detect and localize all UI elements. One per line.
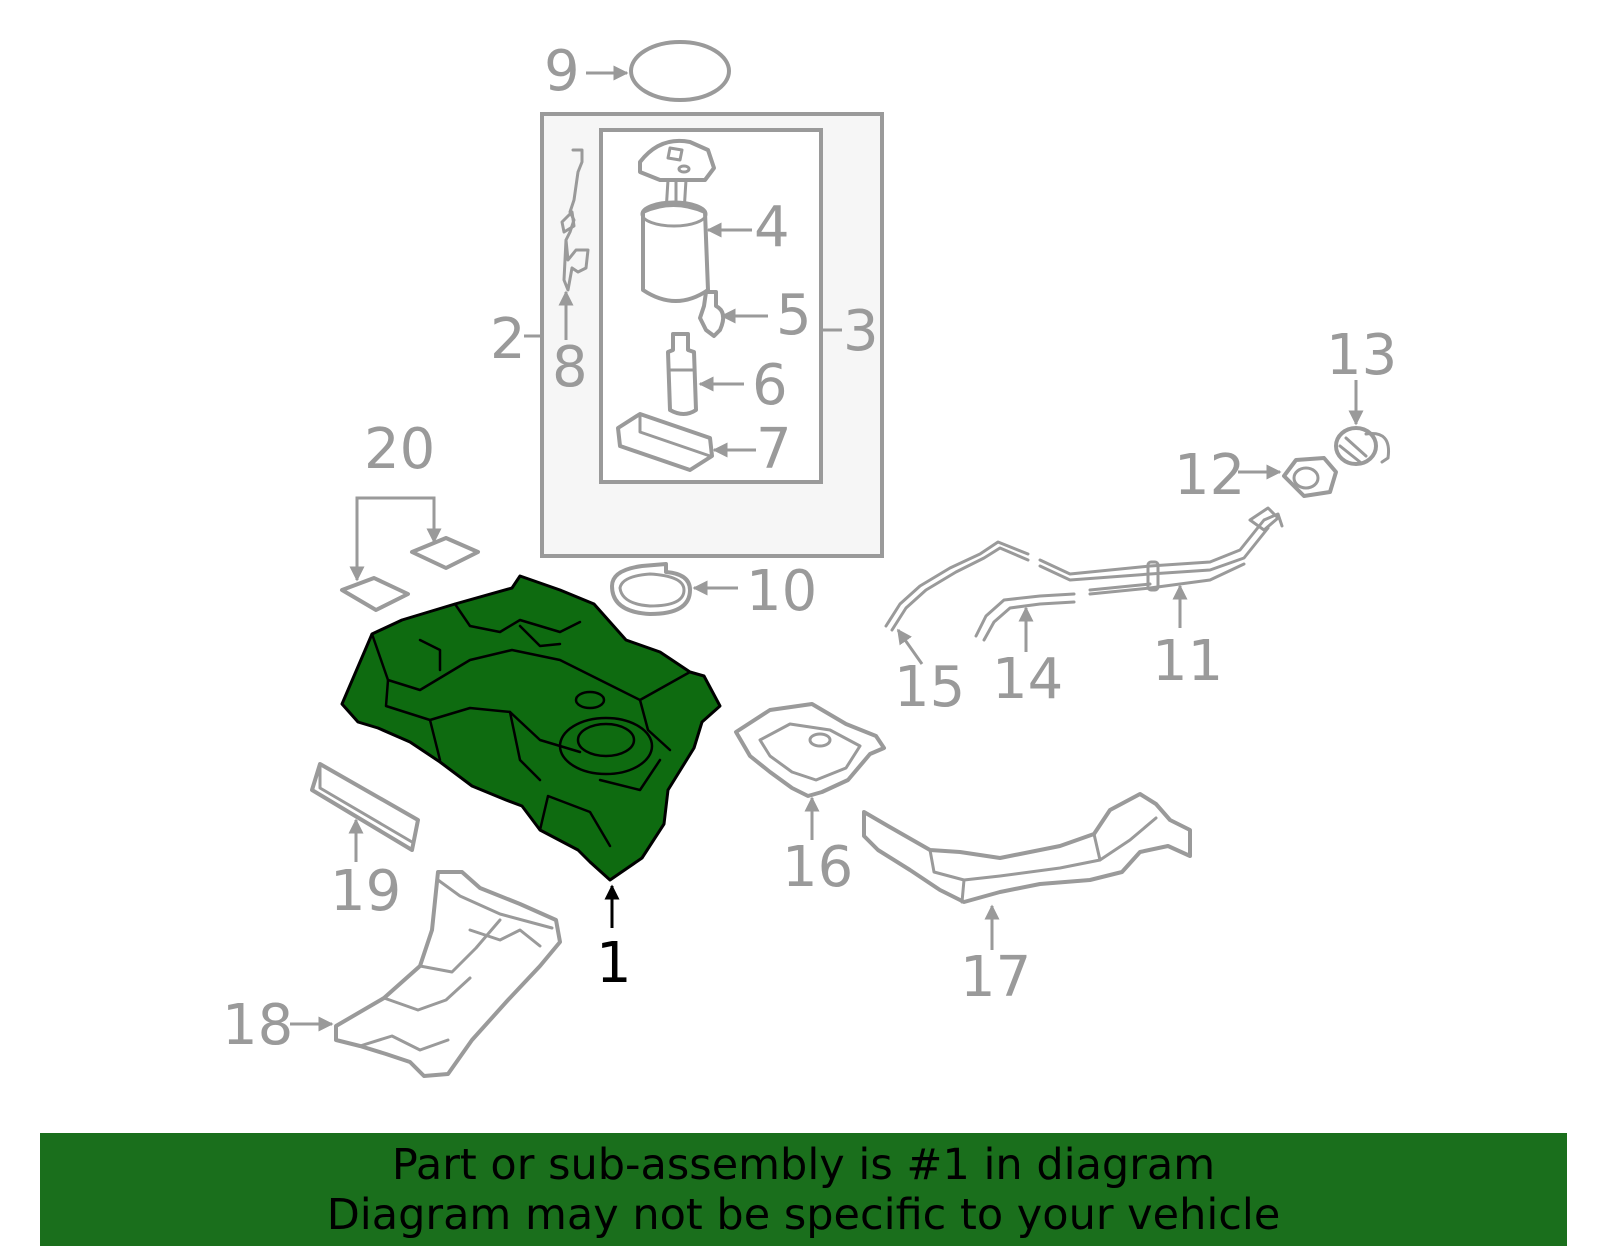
part-14-hose	[974, 592, 1076, 642]
part-7-filter	[616, 412, 714, 472]
part-15-vent-tube	[884, 540, 1030, 632]
part-10-lock-ring	[610, 562, 692, 616]
part-19-pad	[310, 762, 420, 852]
callout-8: 8	[552, 335, 588, 400]
callout-2: 2	[490, 307, 526, 372]
callout-16: 16	[782, 835, 853, 900]
part-12-cap-seal	[1282, 456, 1338, 498]
callout-18: 18	[222, 993, 293, 1058]
arrow-20	[355, 496, 434, 580]
part-9-seal-ring	[629, 40, 731, 102]
callout-14: 14	[992, 647, 1063, 712]
part-18-heat-shield	[334, 870, 562, 1078]
part-4-pump-module	[638, 139, 716, 303]
callout-15: 15	[894, 655, 965, 720]
part-8-sending-unit	[560, 148, 590, 292]
callout-20: 20	[364, 417, 435, 482]
part-16-bracket	[734, 702, 886, 798]
callout-6: 6	[752, 353, 788, 418]
part-17-shield	[862, 792, 1192, 904]
callout-10: 10	[746, 559, 817, 624]
callout-17: 17	[960, 945, 1031, 1010]
callout-4: 4	[754, 195, 790, 260]
part-11-filler-pipe	[1038, 506, 1284, 596]
callout-7: 7	[756, 417, 792, 482]
callout-1: 1	[596, 931, 632, 996]
part-6-fuel-pump	[666, 332, 698, 416]
banner-line-disclaimer: Diagram may not be specific to your vehi…	[326, 1189, 1281, 1240]
part-13-fuel-cap	[1334, 426, 1391, 466]
info-banner: Part or sub-assembly is #1 in diagram Di…	[40, 1133, 1567, 1246]
banner-line-part: Part or sub-assembly is #1 in diagram	[391, 1139, 1216, 1190]
callout-3: 3	[843, 299, 879, 364]
callout-5: 5	[776, 283, 812, 348]
callout-12: 12	[1174, 443, 1245, 508]
part-20-pads	[340, 536, 480, 612]
callout-19: 19	[330, 859, 401, 924]
arrow-15	[896, 628, 924, 665]
callout-11: 11	[1152, 629, 1223, 694]
part-1-fuel-tank	[340, 574, 722, 882]
callout-13: 13	[1326, 323, 1397, 388]
callout-9: 9	[544, 39, 580, 104]
